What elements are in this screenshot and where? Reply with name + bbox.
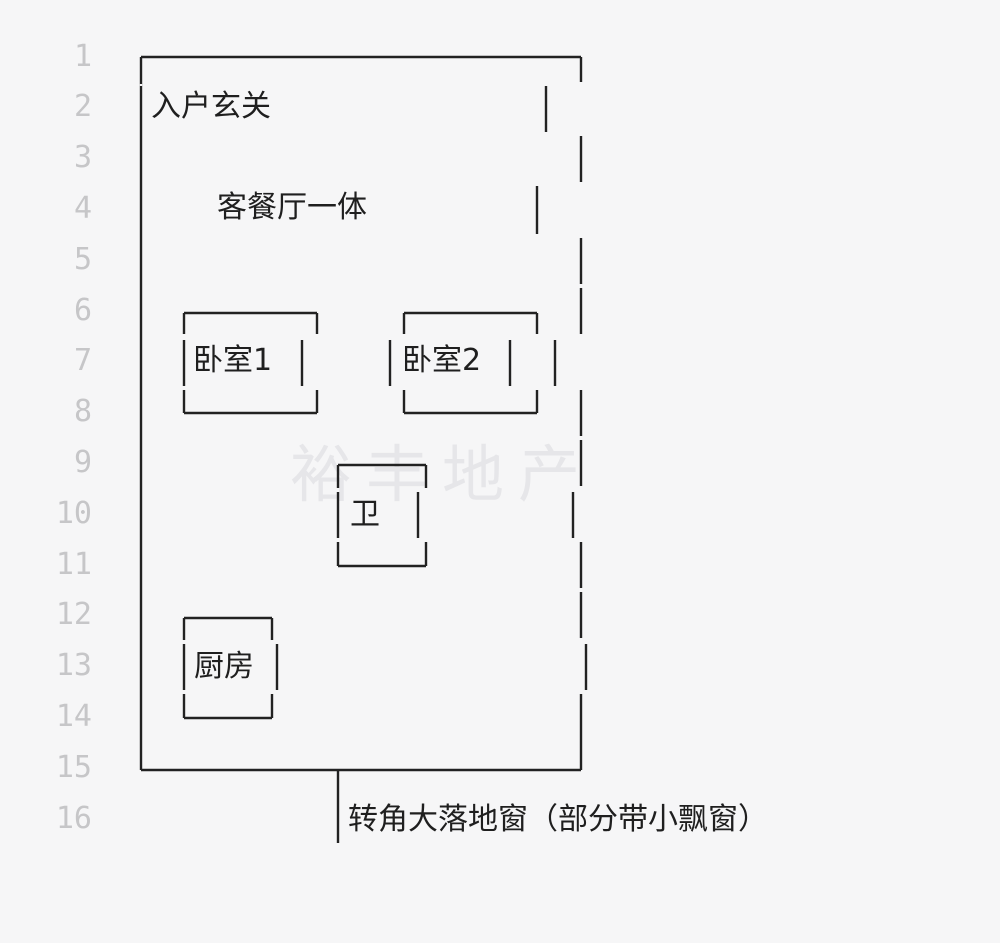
- line-number-4: 4: [73, 191, 92, 226]
- bedroom1-label: 卧室1: [193, 343, 273, 378]
- outer-wall: [139, 55, 588, 843]
- line-number-7: 7: [73, 343, 92, 378]
- line-number-16: 16: [55, 801, 92, 836]
- bathroom-outline: [336, 463, 428, 568]
- line-number-6: 6: [73, 293, 92, 328]
- line-number-9: 9: [73, 445, 92, 480]
- kitchen-label: 厨房: [194, 649, 254, 684]
- entrance-label: 入户玄关: [151, 89, 271, 124]
- line-number-13: 13: [55, 648, 92, 683]
- line-number-8: 8: [73, 394, 92, 429]
- line-number-12: 12: [55, 597, 92, 632]
- line-number-14: 14: [55, 699, 92, 734]
- living-dining-label: 客餐厅一体: [217, 190, 367, 225]
- bedroom2-outline: [388, 311, 539, 415]
- line-number-2: 2: [73, 89, 92, 124]
- window-label: 转角大落地窗（部分带小飘窗）: [348, 802, 768, 837]
- line-number-5: 5: [73, 242, 92, 277]
- bathroom-label: 卫: [350, 497, 380, 532]
- bedroom1-outline: [182, 311, 319, 415]
- bedroom2-label: 卧室2: [402, 343, 482, 378]
- line-number-11: 11: [55, 547, 92, 582]
- kitchen-outline: [182, 616, 279, 720]
- line-number-1: 1: [73, 39, 92, 74]
- line-number-10: 10: [55, 496, 92, 531]
- line-number-15: 15: [55, 750, 92, 785]
- line-number-3: 3: [73, 140, 92, 175]
